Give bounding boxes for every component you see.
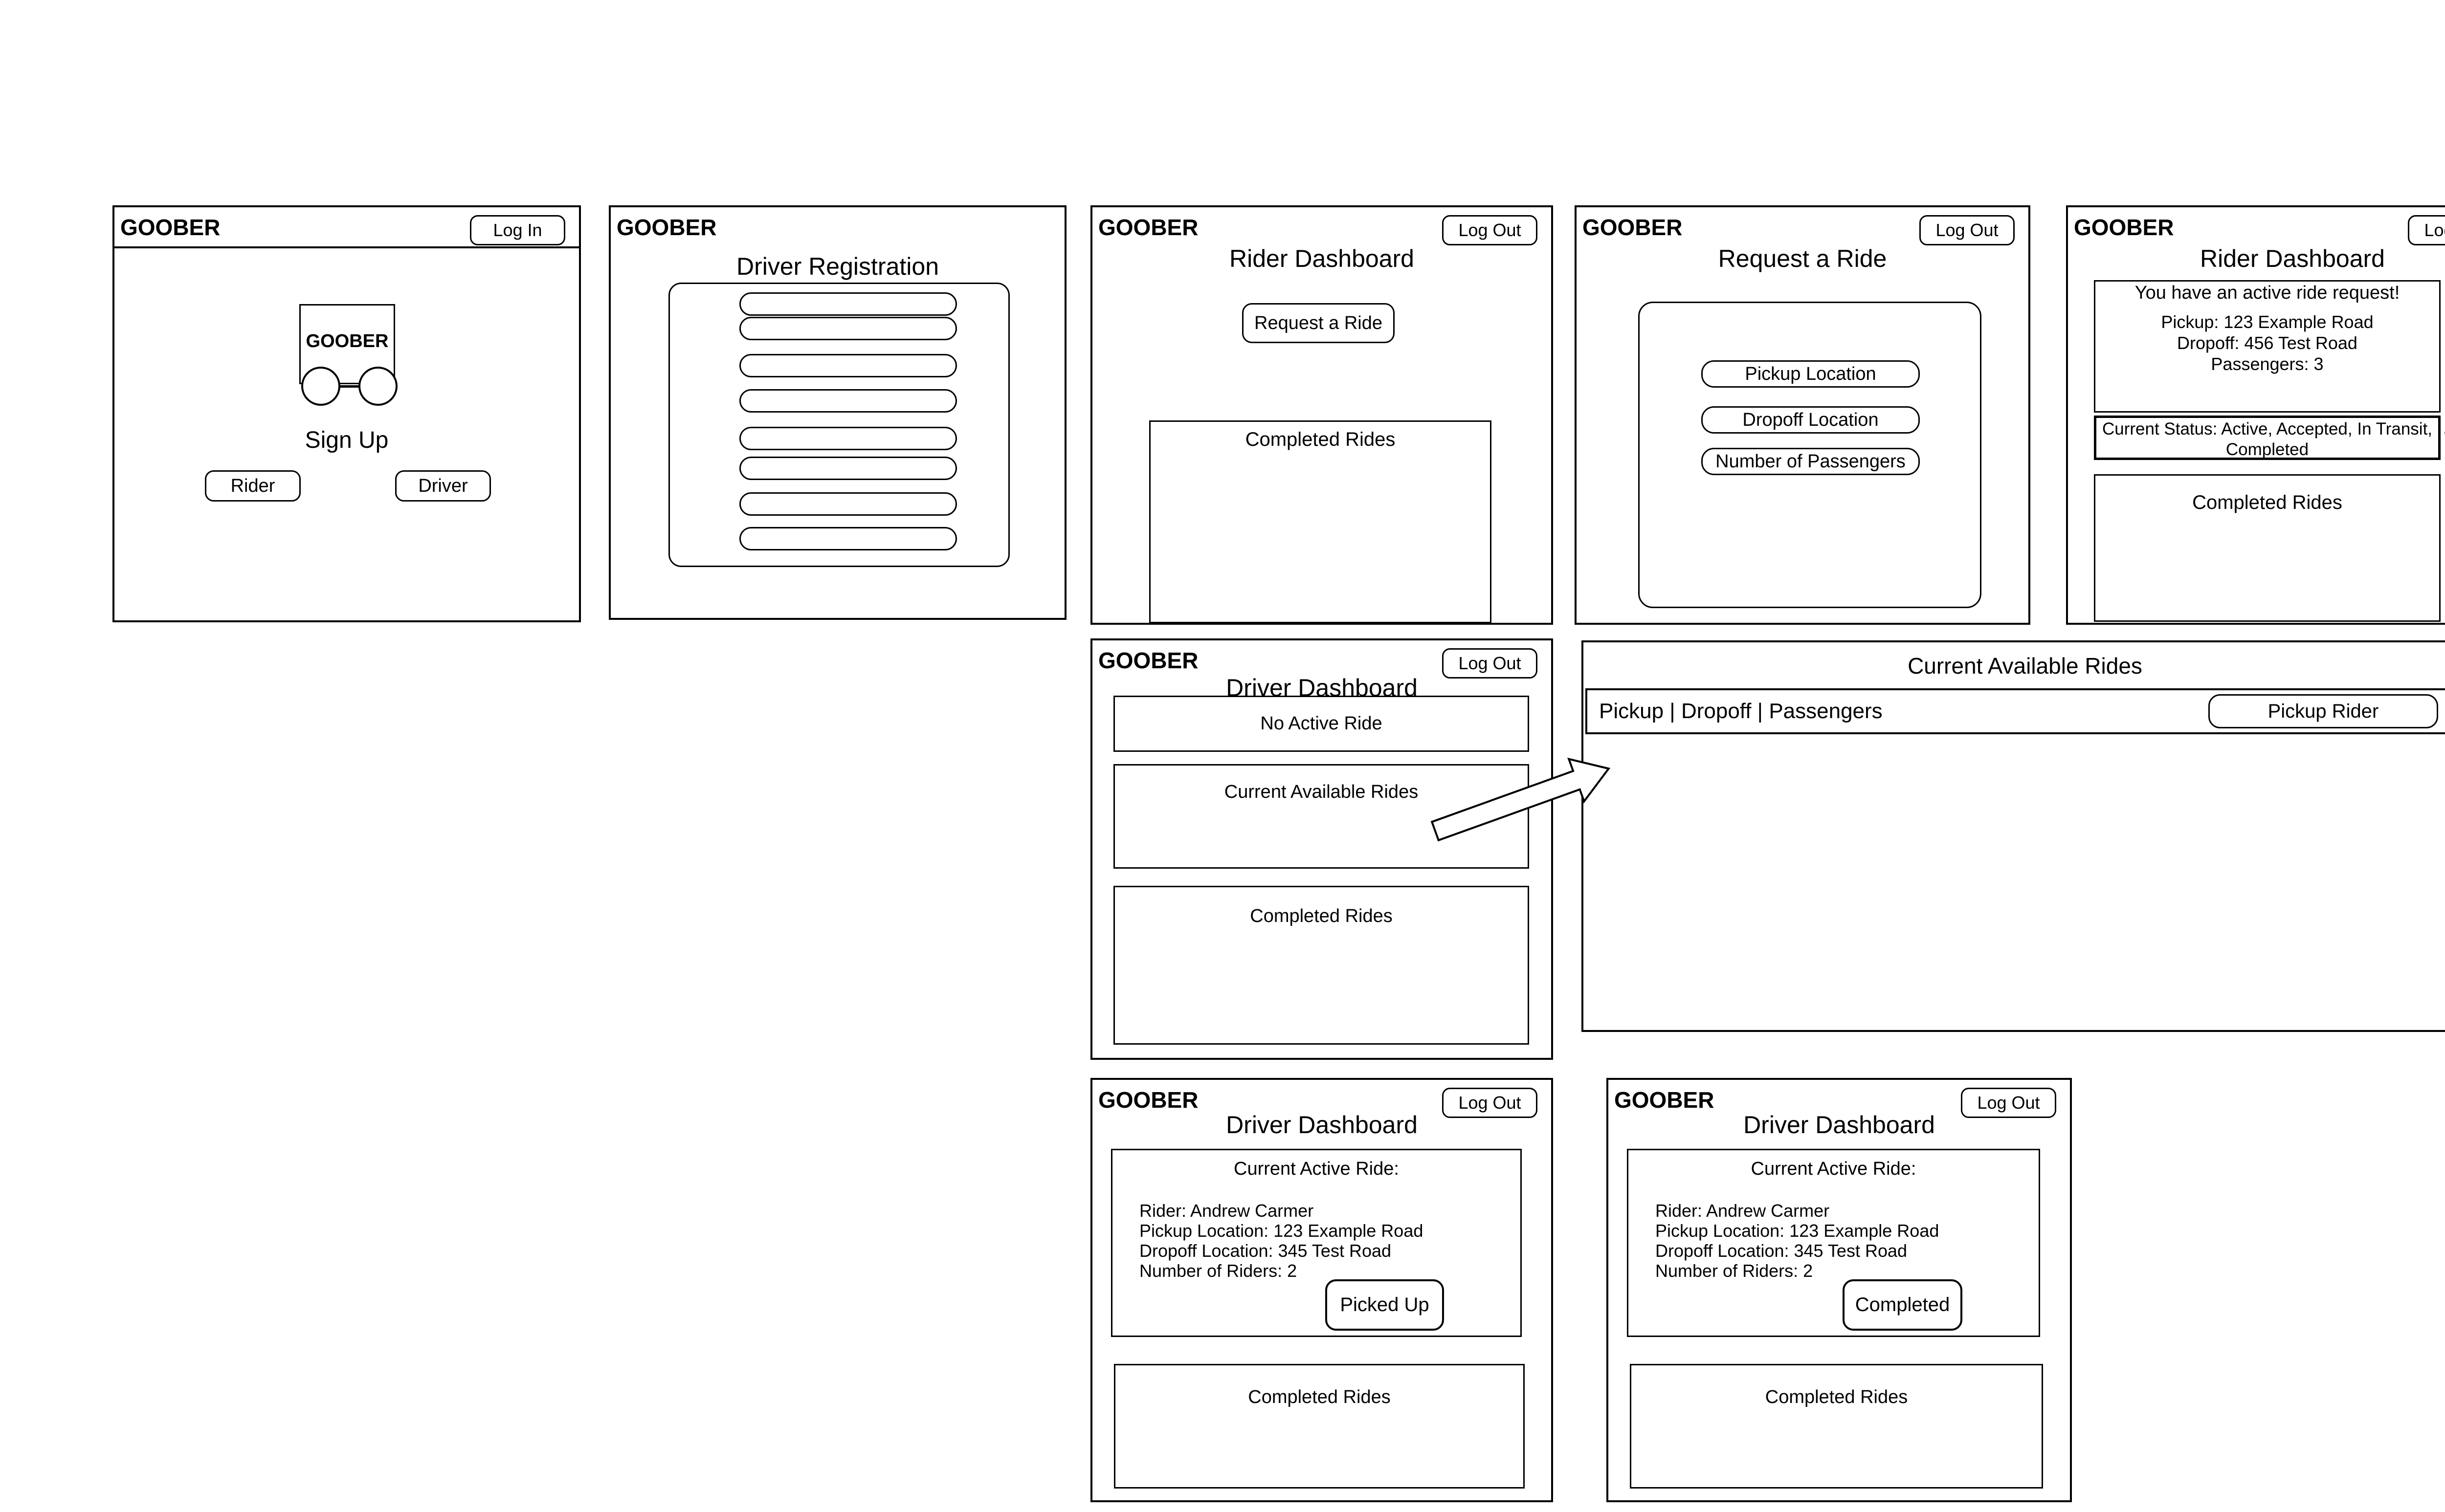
brand-logo: GOOBER <box>120 215 221 240</box>
registration-field[interactable] <box>739 527 957 550</box>
log-out-button[interactable]: Log Out <box>2408 215 2445 245</box>
completed-rides-label: Completed Rides <box>1245 429 1396 450</box>
ride-passengers: Number of Riders: 2 <box>1655 1261 1813 1281</box>
ride-status-text: Current Status: Active, Accepted, In Tra… <box>2102 419 2433 459</box>
page-title: Sign Up <box>305 427 389 453</box>
page-title: Rider Dashboard <box>1229 245 1414 272</box>
available-ride-row: Pickup | Dropoff | Passengers Pickup Rid… <box>1585 688 2445 734</box>
completed-rides-panel: Completed Rides <box>1630 1364 2043 1489</box>
completed-rides-label: Completed Rides <box>1765 1387 1908 1407</box>
screen-driver-active-complete: GOOBER Log Out Driver Dashboard Current … <box>1606 1078 2072 1502</box>
active-ride-heading: Current Active Ride: <box>1234 1159 1399 1179</box>
registration-form <box>668 283 1010 567</box>
log-out-button[interactable]: Log Out <box>1919 215 2015 245</box>
active-ride-heading: Current Active Ride: <box>1751 1159 1916 1179</box>
passenger-count-field[interactable]: Number of Passengers <box>1701 448 1920 475</box>
available-rides-label: Current Available Rides <box>1224 782 1419 802</box>
active-request-alert: You have an active ride request! <box>2134 283 2400 303</box>
screen-sign-up: GOOBER Log In GOOBER Sign Up Rider Drive… <box>112 205 581 622</box>
log-out-button[interactable]: Log Out <box>1442 648 1537 679</box>
registration-field[interactable] <box>739 492 957 516</box>
logo-glasses-right-lens-icon <box>358 367 398 406</box>
active-request-panel: You have an active ride request! Pickup:… <box>2094 280 2441 413</box>
dropoff-location-field[interactable]: Dropoff Location <box>1701 406 1920 434</box>
completed-rides-label: Completed Rides <box>2192 492 2342 513</box>
page-title: Driver Registration <box>736 253 939 280</box>
pickup-location-field[interactable]: Pickup Location <box>1701 360 1920 388</box>
brand-logo: GOOBER <box>1098 648 1199 673</box>
ride-passengers: Number of Riders: 2 <box>1139 1261 1297 1281</box>
screen-driver-active-pickup: GOOBER Log Out Driver Dashboard Current … <box>1090 1078 1553 1502</box>
active-ride-details: Rider: Andrew Carmer Pickup Location: 12… <box>1655 1201 1939 1281</box>
ride-pickup: Pickup Location: 123 Example Road <box>1655 1221 1939 1241</box>
log-out-button[interactable]: Log Out <box>1442 215 1537 245</box>
screen-rider-dashboard: GOOBER Log Out Rider Dashboard Request a… <box>1090 205 1553 625</box>
active-request-dropoff: Dropoff: 456 Test Road <box>2177 333 2357 353</box>
completed-rides-panel: Completed Rides <box>2094 474 2441 622</box>
active-ride-details: Rider: Andrew Carmer Pickup Location: 12… <box>1139 1201 1423 1281</box>
active-ride-panel: Current Active Ride: Rider: Andrew Carme… <box>1111 1149 1522 1337</box>
page-title: Driver Dashboard <box>1743 1111 1935 1139</box>
screen-driver-registration: GOOBER Driver Registration <box>609 205 1067 620</box>
active-request-pickup: Pickup: 123 Example Road <box>2161 312 2374 332</box>
completed-rides-label: Completed Rides <box>1250 906 1393 926</box>
completed-rides-panel: Completed Rides <box>1114 1364 1525 1489</box>
brand-logo: GOOBER <box>2074 215 2174 240</box>
page-title: Current Available Rides <box>1908 653 2142 679</box>
registration-field[interactable] <box>739 292 957 316</box>
active-request-passengers: Passengers: 3 <box>2211 354 2324 374</box>
rider-signup-button[interactable]: Rider <box>205 470 301 502</box>
ride-pickup: Pickup Location: 123 Example Road <box>1139 1221 1423 1241</box>
available-rides-panel: Current Available Rides <box>1113 764 1529 869</box>
log-in-button[interactable]: Log In <box>470 215 565 245</box>
ride-dropoff: Dropoff Location: 345 Test Road <box>1139 1241 1392 1261</box>
brand-logo: GOOBER <box>1614 1087 1714 1113</box>
picked-up-button[interactable]: Picked Up <box>1325 1279 1444 1331</box>
screen-driver-dashboard: GOOBER Log Out Driver Dashboard No Activ… <box>1090 638 1553 1060</box>
completed-rides-panel: Completed Rides <box>1113 886 1529 1045</box>
log-out-button[interactable]: Log Out <box>1442 1088 1537 1118</box>
completed-button[interactable]: Completed <box>1843 1279 1962 1331</box>
request-ride-button[interactable]: Request a Ride <box>1242 303 1395 343</box>
logo-glasses-bridge-icon <box>338 385 361 388</box>
logo-text: GOOBER <box>306 331 389 351</box>
driver-signup-button[interactable]: Driver <box>395 470 491 502</box>
ride-rider: Rider: Andrew Carmer <box>1655 1201 1830 1221</box>
logo-glasses-left-lens-icon <box>301 367 340 406</box>
registration-field[interactable] <box>739 427 957 450</box>
available-ride-columns: Pickup | Dropoff | Passengers <box>1599 699 1883 723</box>
page-title: Rider Dashboard <box>2200 245 2385 272</box>
registration-field[interactable] <box>739 317 957 340</box>
header-bar <box>114 207 579 248</box>
active-ride-panel: Current Active Ride: Rider: Andrew Carme… <box>1627 1149 2040 1337</box>
ride-dropoff: Dropoff Location: 345 Test Road <box>1655 1241 1908 1261</box>
brand-logo: GOOBER <box>1582 215 1683 240</box>
brand-logo: GOOBER <box>1098 1087 1199 1113</box>
log-out-button[interactable]: Log Out <box>1961 1088 2056 1118</box>
completed-rides-label: Completed Rides <box>1248 1387 1391 1407</box>
brand-logo: GOOBER <box>617 215 717 240</box>
page-title: Driver Dashboard <box>1226 1111 1418 1139</box>
no-active-ride-panel: No Active Ride <box>1113 696 1529 752</box>
screen-rider-dashboard-active: GOOBER Log Out Rider Dashboard You have … <box>2066 205 2445 625</box>
registration-field[interactable] <box>739 354 957 377</box>
page-title: Request a Ride <box>1718 245 1887 272</box>
request-form: Pickup Location Dropoff Location Number … <box>1638 302 1981 608</box>
ride-rider: Rider: Andrew Carmer <box>1139 1201 1314 1221</box>
registration-field[interactable] <box>739 389 957 413</box>
completed-rides-panel: Completed Rides <box>1149 420 1491 623</box>
registration-field[interactable] <box>739 457 957 480</box>
brand-logo: GOOBER <box>1098 215 1199 240</box>
screen-request-ride: GOOBER Log Out Request a Ride Pickup Loc… <box>1575 205 2030 625</box>
ride-status-panel: Current Status: Active, Accepted, In Tra… <box>2094 416 2441 460</box>
screen-available-rides: Current Available Rides Pickup | Dropoff… <box>1581 640 2445 1032</box>
pickup-rider-button[interactable]: Pickup Rider <box>2208 694 2438 728</box>
